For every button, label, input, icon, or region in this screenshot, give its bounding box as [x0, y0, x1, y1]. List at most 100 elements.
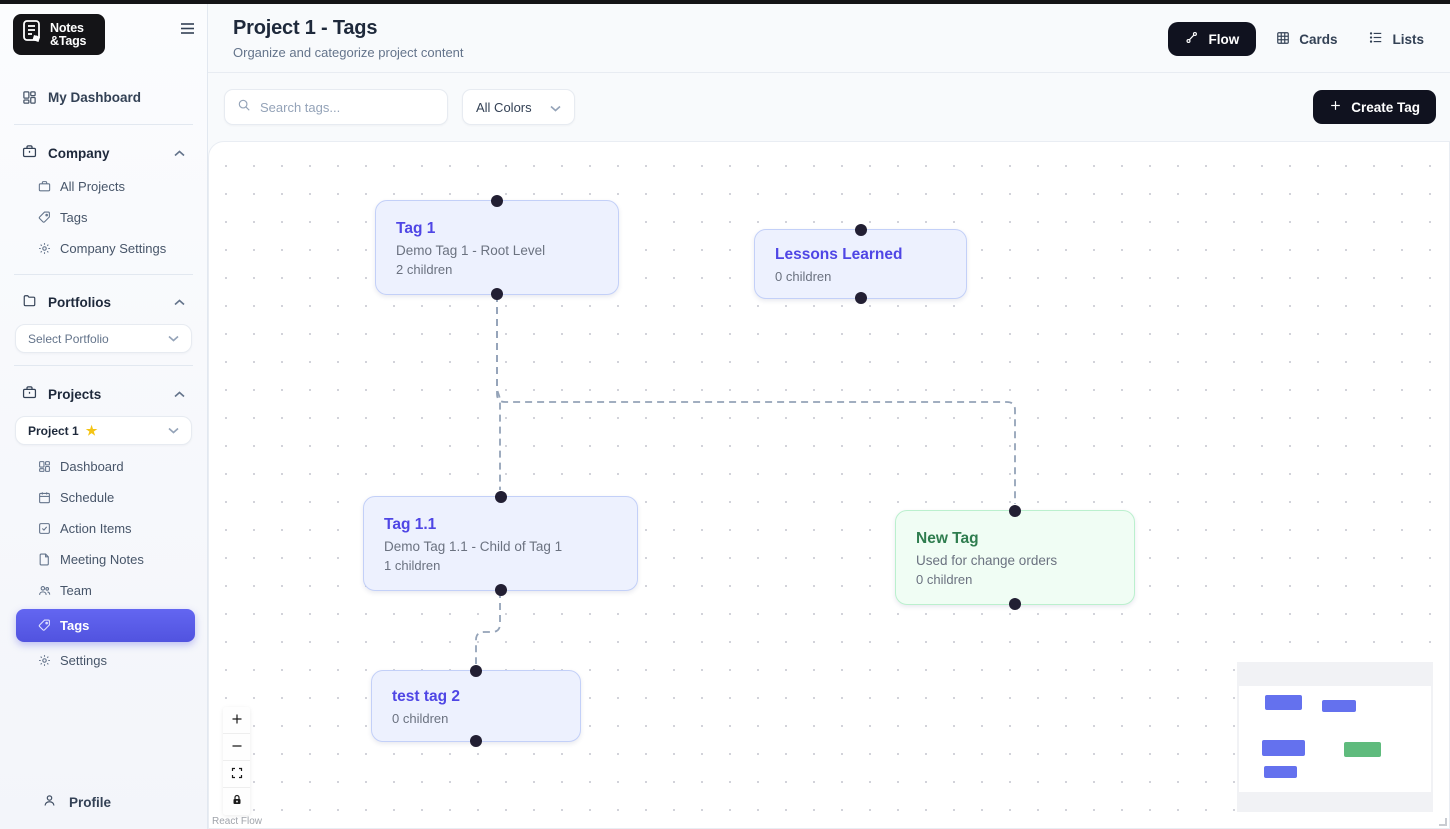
color-filter-select[interactable]: All Colors: [462, 89, 575, 125]
fit-view-icon: [231, 767, 243, 782]
check-square-icon: [38, 522, 51, 535]
tag-node-children-count: 0 children: [916, 571, 973, 587]
node-menu-button[interactable]: [1108, 547, 1120, 570]
minimap-node: [1262, 740, 1305, 756]
window-top-strip: [0, 0, 1450, 4]
briefcase-icon: [22, 385, 37, 403]
profile-button[interactable]: Profile: [12, 783, 195, 815]
sidebar: Notes &Tags My Dashboard Com: [0, 4, 208, 829]
node-menu-button[interactable]: [611, 533, 623, 556]
node-menu-button[interactable]: [592, 237, 604, 260]
tag-node-title: test tag 2: [392, 687, 461, 705]
react-flow-attribution[interactable]: React Flow: [212, 816, 263, 827]
sidebar-section-portfolios[interactable]: Portfolios: [12, 285, 195, 320]
git-branch-icon: [1185, 30, 1199, 48]
sidebar-item-team[interactable]: Team: [12, 575, 195, 606]
fit-view-button[interactable]: [223, 761, 250, 788]
search-icon: [237, 98, 251, 117]
tag-node-title: Tag 1: [396, 219, 436, 237]
sidebar-item-label: Action Items: [60, 521, 132, 536]
tag-node-description: Demo Tag 1 - Root Level: [396, 242, 546, 258]
sidebar-item-schedule[interactable]: Schedule: [12, 482, 195, 513]
node-handle-top[interactable]: [491, 195, 503, 207]
node-handle-bottom[interactable]: [1009, 598, 1021, 610]
tag-node-children-count: 0 children: [775, 268, 832, 284]
sidebar-item-all-projects[interactable]: All Projects: [12, 171, 195, 202]
tag-node-lessons-learned[interactable]: Lessons Learned 0 children: [754, 224, 967, 304]
sidebar-item-tags[interactable]: Tags: [16, 609, 195, 642]
view-button-label: Cards: [1299, 31, 1338, 47]
create-tag-label: Create Tag: [1351, 99, 1420, 115]
tag-node-title: Tag 1.1: [384, 515, 437, 533]
tag-node-new-tag[interactable]: New Tag Used for change orders 0 childre…: [895, 505, 1135, 610]
sidebar-item-label: Dashboard: [60, 459, 124, 474]
tag-node-tag-1-1[interactable]: Tag 1.1 Demo Tag 1.1 - Child of Tag 1 1 …: [363, 491, 638, 596]
tag-node-title: Lessons Learned: [775, 245, 903, 263]
resize-grip[interactable]: [1439, 818, 1447, 826]
sidebar-item-label: Meeting Notes: [60, 552, 144, 567]
sidebar-item-my-dashboard[interactable]: My Dashboard: [12, 81, 195, 114]
sidebar-item-label: My Dashboard: [48, 90, 142, 105]
lock-button[interactable]: [223, 788, 250, 815]
create-tag-button[interactable]: Create Tag: [1313, 90, 1436, 124]
flow-canvas[interactable]: Tag 1 Demo Tag 1 - Root Level 2 children…: [208, 141, 1450, 829]
view-button-cards[interactable]: Cards: [1264, 23, 1349, 56]
users-icon: [38, 584, 51, 597]
node-handle-top[interactable]: [470, 665, 482, 677]
divider: [14, 274, 193, 275]
sidebar-item-action-items[interactable]: Action Items: [12, 513, 195, 544]
view-button-label: Flow: [1208, 31, 1240, 47]
search-box: [224, 89, 448, 125]
file-icon: [38, 553, 51, 566]
divider: [14, 124, 193, 125]
tag-node-tag-1[interactable]: Tag 1 Demo Tag 1 - Root Level 2 children: [375, 195, 619, 300]
tag-node-test-tag-2[interactable]: test tag 2 0 children: [371, 665, 581, 747]
logo-line1: Notes: [50, 21, 84, 35]
portfolio-select[interactable]: Select Portfolio: [15, 324, 192, 353]
node-handle-top[interactable]: [1009, 505, 1021, 517]
profile-label: Profile: [69, 794, 112, 810]
sidebar-item-settings[interactable]: Settings: [12, 645, 195, 676]
node-handle-bottom[interactable]: [470, 735, 482, 747]
sidebar-item-label: All Projects: [60, 179, 126, 194]
sidebar-item-company-settings[interactable]: Company Settings: [12, 233, 195, 264]
view-button-lists[interactable]: Lists: [1357, 23, 1436, 55]
sidebar-item-label: Tags: [60, 210, 88, 225]
sidebar-item-dashboard[interactable]: Dashboard: [12, 451, 195, 482]
sidebar-item-meeting-notes[interactable]: Meeting Notes: [12, 544, 195, 575]
view-button-flow[interactable]: Flow: [1168, 22, 1257, 56]
zoom-out-button[interactable]: [223, 734, 250, 761]
tag-node-description: Used for change orders: [916, 552, 1058, 568]
node-handle-bottom[interactable]: [491, 288, 503, 300]
project-select-value: Project 1: [28, 423, 79, 438]
chevron-down-icon: [550, 100, 561, 115]
node-handle-top[interactable]: [854, 224, 867, 236]
search-input[interactable]: [260, 99, 436, 115]
sidebar-item-label: Company Settings: [60, 241, 167, 256]
chevron-down-icon: [168, 427, 179, 434]
tag-icon: [38, 619, 51, 632]
node-handle-bottom[interactable]: [854, 292, 867, 304]
sidebar-item-label: Tags: [60, 618, 90, 633]
tag-icon: [38, 211, 51, 224]
page-subtitle: Organize and categorize project content: [233, 45, 464, 60]
zoom-in-button[interactable]: [223, 707, 250, 734]
plus-icon: [1329, 99, 1342, 115]
view-toggle: Flow Cards Lists: [1168, 22, 1436, 56]
sidebar-collapse-button[interactable]: [180, 22, 195, 38]
folder-icon: [22, 294, 37, 311]
flow-minimap[interactable]: [1237, 662, 1433, 812]
sidebar-section-projects[interactable]: Projects: [12, 376, 195, 412]
list-icon: [1369, 31, 1383, 47]
tag-node-children-count: 2 children: [396, 261, 453, 277]
sidebar-item-company-tags[interactable]: Tags: [12, 202, 195, 233]
node-handle-top[interactable]: [494, 491, 507, 503]
project-select[interactable]: Project 1 ★: [15, 416, 192, 445]
node-menu-button[interactable]: [940, 253, 952, 276]
sidebar-section-company[interactable]: Company: [12, 135, 195, 171]
minus-icon: [231, 740, 243, 755]
tag-node-children-count: 1 children: [384, 557, 441, 573]
color-filter-value: All Colors: [476, 99, 532, 115]
node-handle-bottom[interactable]: [494, 584, 507, 596]
node-menu-button[interactable]: [554, 695, 566, 718]
